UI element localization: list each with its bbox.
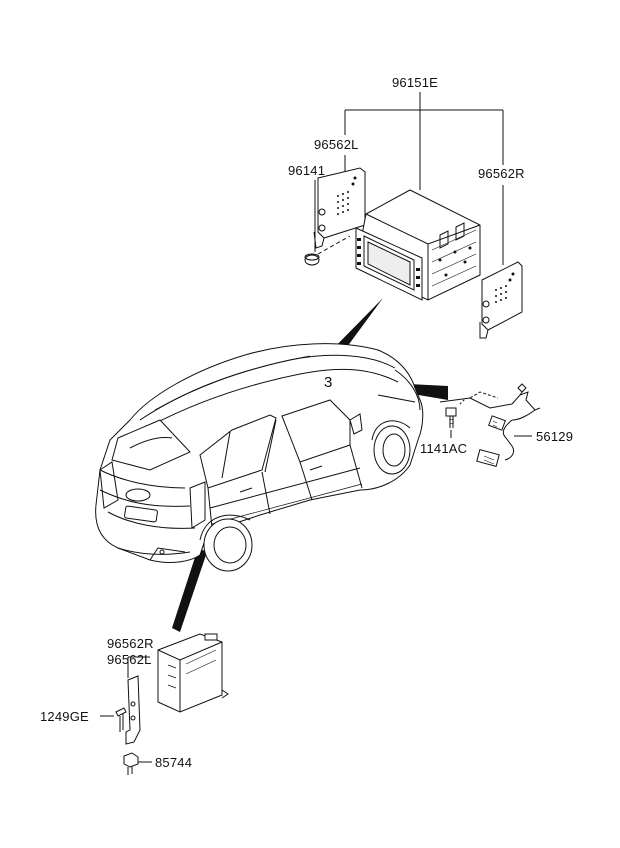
label-cap: 96141: [288, 163, 326, 178]
bolt-upper: [445, 397, 467, 438]
label-nut: 85744: [155, 755, 193, 770]
label-bracket-right-upper: 96562R: [478, 166, 525, 181]
bracket-lower: [125, 675, 141, 745]
leader-lines-bottom: [100, 656, 152, 763]
label-bracket-left-upper: 96562L: [314, 137, 359, 152]
screw-part: [115, 707, 127, 732]
cap-part: [304, 235, 351, 266]
label-screw: 1249GE: [40, 709, 89, 724]
amp-module: [157, 633, 229, 713]
callout-number: 3: [324, 374, 333, 391]
head-unit: [355, 189, 481, 301]
cable-assembly: [439, 383, 541, 467]
label-head-unit-assembly: 96151E: [392, 75, 439, 90]
label-bolt-upper: 1141AC: [420, 441, 468, 456]
bracket-right-upper: [479, 261, 523, 339]
label-cable-assembly: 56129: [536, 429, 574, 444]
leader-lines-top: [314, 92, 504, 265]
vehicle: [95, 343, 424, 572]
label-bracket-left-lower: 96562L: [107, 652, 152, 667]
label-bracket-right-lower: 96562R: [107, 636, 154, 651]
nut-part: [123, 752, 139, 775]
